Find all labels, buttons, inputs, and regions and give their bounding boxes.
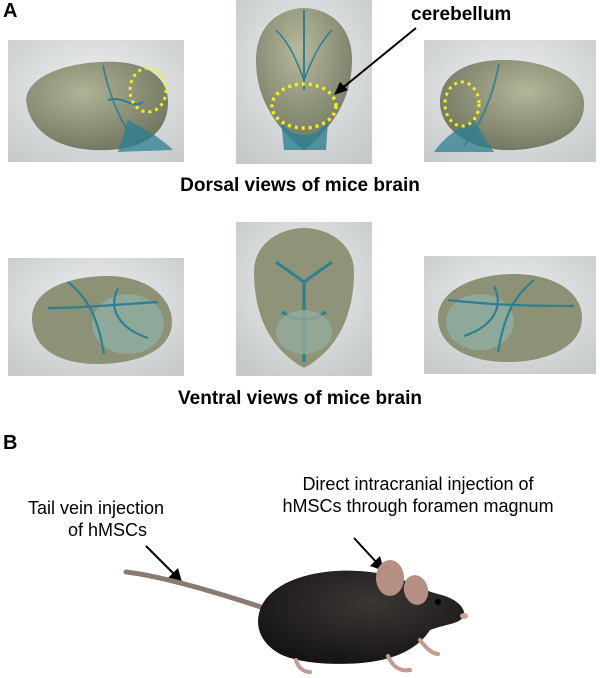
highlight-circle: [128, 66, 168, 114]
dorsal-caption: Dorsal views of mice brain: [180, 175, 420, 196]
ventral-photo-right: [424, 256, 596, 374]
tail-vein-label-line2: of hMSCs: [68, 520, 148, 540]
tail-vein-label: Tail vein injection of hMSCs: [28, 497, 164, 541]
mouse-feet: [294, 638, 440, 674]
mouse-ear-back: [376, 560, 404, 596]
cerebellum-label: cerebellum: [411, 4, 512, 25]
mouse-nose: [460, 613, 468, 619]
intracranial-label: Direct intracranial injection of hMSCs t…: [248, 473, 588, 517]
mouse-eye: [435, 599, 441, 605]
highlight-circle: [443, 80, 481, 128]
dorsal-photo-right: [424, 40, 596, 162]
tail-vein-label-line1: Tail vein injection: [28, 498, 165, 518]
highlight-circle: [270, 82, 338, 130]
mouse-tail: [123, 569, 273, 613]
mouse-body: [258, 570, 465, 664]
dorsal-photo-left: [8, 40, 184, 162]
cerebellum-arrow: [334, 27, 417, 95]
ventral-photo-center: [236, 222, 372, 376]
intracranial-label-line2: hMSCs through foramen magnum: [282, 496, 554, 516]
ventral-caption: Ventral views of mice brain: [178, 388, 422, 409]
mouse-illustration: [123, 560, 468, 674]
ventral-photo-left: [8, 258, 184, 376]
mouse-ear-front: [403, 575, 429, 605]
panel-b-label: B: [3, 432, 18, 454]
intracranial-label-line1: Direct intracranial injection of: [302, 474, 534, 494]
panel-a-label: A: [3, 0, 18, 22]
